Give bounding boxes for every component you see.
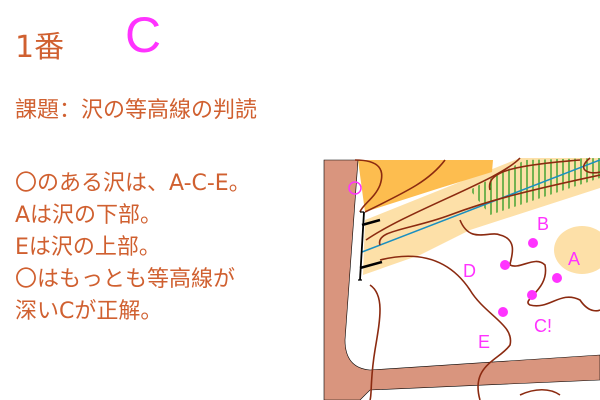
point-d — [500, 260, 510, 270]
label-e: E — [478, 332, 490, 352]
point-b — [528, 238, 538, 248]
label-d: D — [463, 261, 476, 281]
explanation-line: 〇のある沢は、A-C-E。 — [15, 171, 251, 196]
point-c — [527, 290, 537, 300]
cliff — [358, 211, 383, 281]
answer-letter: C — [125, 7, 162, 63]
stream — [361, 159, 600, 253]
control-circle-icon — [348, 181, 362, 195]
question-number: 1番 — [15, 30, 65, 65]
control-points — [498, 238, 562, 317]
explanation-line: Eは沢の上部。 — [15, 235, 161, 260]
label-a: A — [568, 249, 580, 269]
label-c: C! — [534, 316, 552, 336]
road — [323, 159, 600, 400]
light-open-land — [554, 226, 600, 274]
point-a — [552, 273, 562, 283]
subject-heading: 課題：沢の等高線の判読 — [15, 98, 258, 123]
explanation-line: 深いCが正解。 — [15, 299, 163, 324]
explanation-line: 〇はもっとも等高線が — [15, 267, 236, 292]
contours — [354, 157, 600, 400]
explanation-line: Aは沢の下部。 — [15, 203, 163, 228]
label-b: B — [537, 214, 549, 234]
orienteering-map: B A D C! E — [323, 157, 600, 400]
point-e — [498, 307, 508, 317]
